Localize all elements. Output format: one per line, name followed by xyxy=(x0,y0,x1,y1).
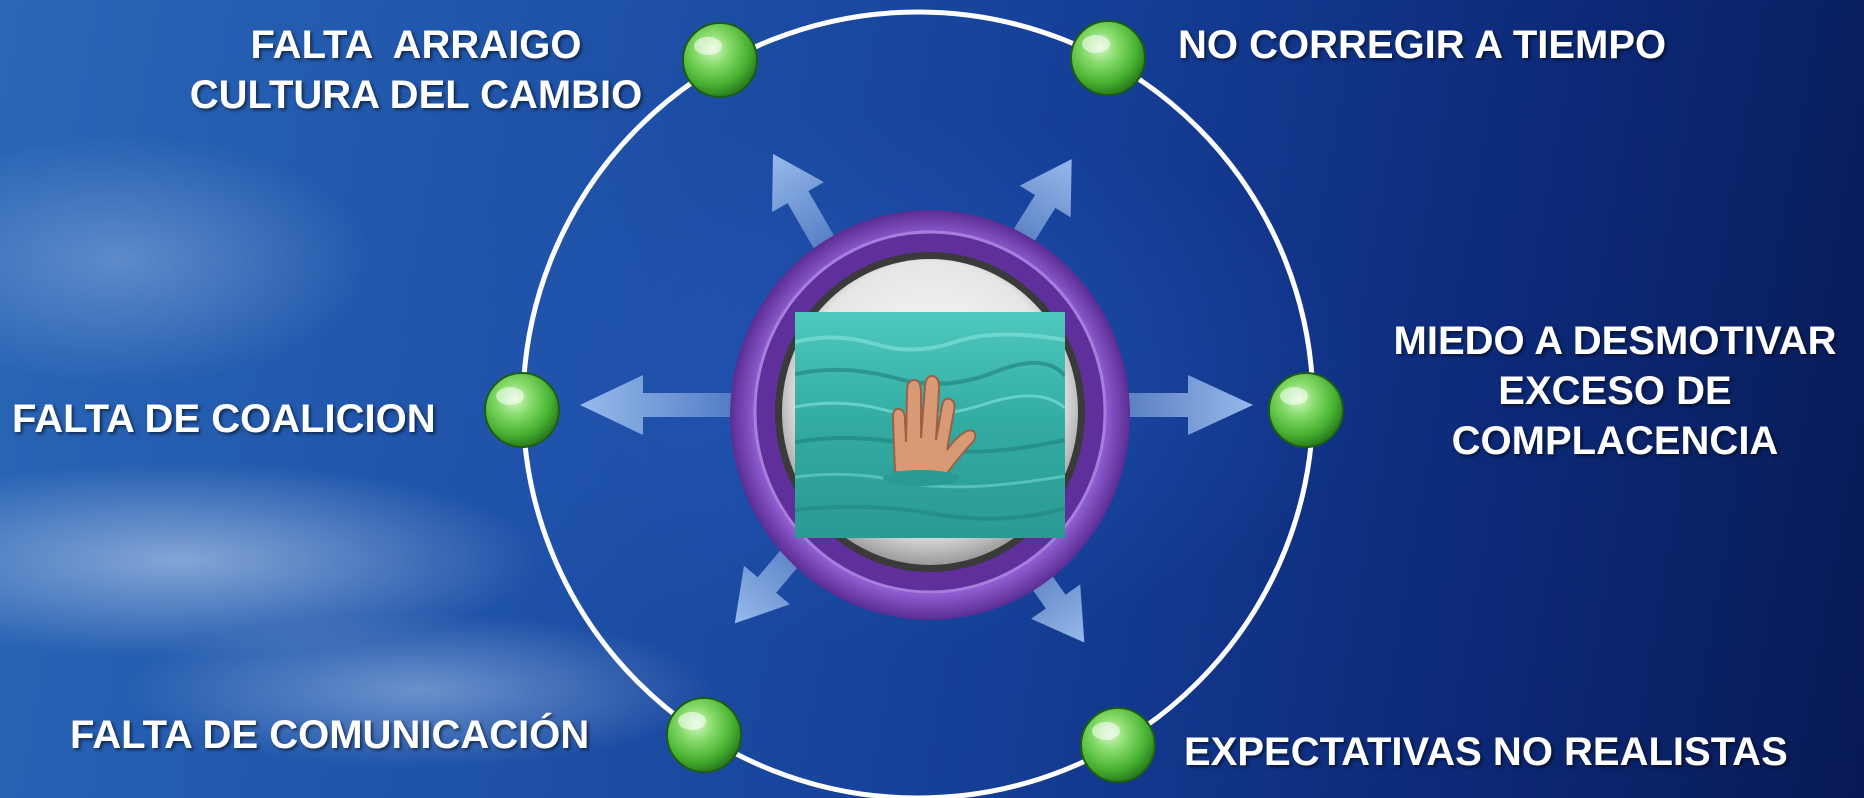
node-top-left xyxy=(682,22,758,98)
node-right xyxy=(1268,372,1344,448)
arrow-left xyxy=(580,375,768,435)
hand-icon xyxy=(883,374,977,486)
node-bottom-left xyxy=(666,697,742,773)
drowning-hand-illustration xyxy=(795,312,1065,538)
node-top-right xyxy=(1070,20,1146,96)
node-left xyxy=(484,372,560,448)
arrow-right xyxy=(1068,375,1253,435)
label-bottom-left: FALTA DE COMUNICACIÓN xyxy=(70,713,590,757)
label-left: FALTA DE COALICION xyxy=(12,397,436,441)
label-bottom-right: EXPECTATIVAS NO REALISTAS xyxy=(1184,730,1788,774)
label-top-right: NO CORREGIR A TIEMPO xyxy=(1178,23,1667,67)
label-top-left: FALTA ARRAIGO CULTURA DEL CAMBIO xyxy=(189,23,643,117)
node-bottom-right xyxy=(1080,707,1156,783)
center-image xyxy=(795,312,1065,538)
label-right: MIEDO A DESMOTIVAR EXCESO DE COMPLACENCI… xyxy=(1393,319,1837,463)
